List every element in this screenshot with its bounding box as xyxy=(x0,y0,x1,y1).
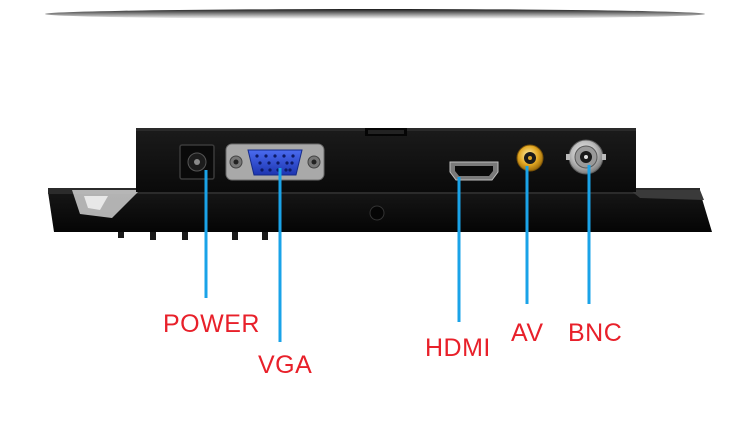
hdmi-port xyxy=(449,161,499,181)
power-jack xyxy=(179,144,215,180)
av-label: AV xyxy=(511,319,544,347)
leader-lines xyxy=(204,165,591,342)
av-jack xyxy=(516,144,544,172)
bnc-label: BNC xyxy=(568,319,623,347)
vga-label: VGA xyxy=(258,351,313,379)
bnc-connector xyxy=(566,139,606,175)
top-shadow xyxy=(45,9,705,19)
vga-connector xyxy=(225,143,325,181)
monitor-base xyxy=(48,188,712,240)
power-label: POWER xyxy=(163,310,260,338)
hdmi-label: HDMI xyxy=(425,334,491,362)
connector-housing xyxy=(136,128,636,192)
